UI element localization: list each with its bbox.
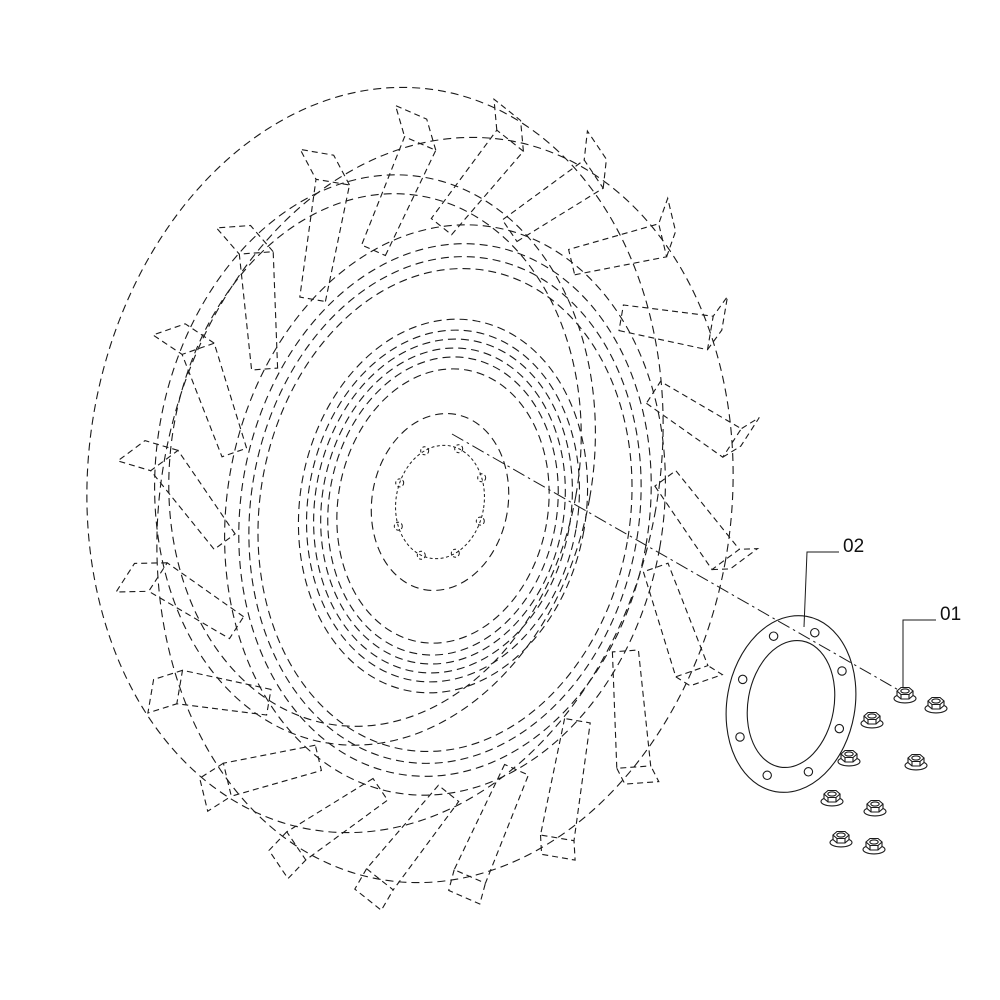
wheel-nut: [829, 830, 853, 848]
hub-bolt-hole: [416, 550, 426, 560]
callout-01: 01: [902, 604, 961, 687]
hub-bolt-hole: [475, 516, 485, 526]
wheel-nut: [863, 799, 887, 817]
wheel-nut: [862, 837, 886, 855]
rim-and-hub-drawing: [297, 318, 589, 694]
callout-02-leader: [803, 551, 839, 628]
wheel-nut: [837, 749, 861, 767]
flange-bolt-hole: [837, 666, 847, 676]
hub-bolt-hole: [454, 444, 464, 454]
callout-02-label: 02: [843, 536, 864, 557]
callout-01-label: 01: [940, 604, 961, 625]
hub-bolt-hole: [393, 521, 403, 531]
wheel-nuts-part: [820, 686, 948, 855]
flange-bolt-hole: [810, 627, 820, 638]
wheel-nut: [820, 789, 844, 807]
flange-bolt-hole: [834, 723, 845, 734]
flange-bolt-hole: [762, 770, 772, 781]
wheel-nut: [860, 711, 884, 729]
flange-bolt-hole: [735, 732, 745, 742]
assembly-center-line: [451, 433, 903, 693]
callout-02: 02: [803, 536, 864, 628]
flange-bolt-hole: [768, 631, 779, 641]
wheel-nut: [904, 753, 928, 771]
flange-bolt-hole: [803, 767, 814, 777]
flange-ring-part: [725, 615, 857, 793]
flange-bolt-hole: [737, 674, 748, 685]
tire-drawing: [86, 86, 760, 912]
hub-bolt-hole: [395, 478, 405, 488]
callout-01-leader: [902, 619, 936, 687]
wheel-nut: [893, 686, 917, 704]
hub-bolt-hole: [420, 446, 430, 456]
wheel-nut: [924, 696, 948, 714]
hub-bolt-hole: [450, 548, 460, 558]
hub-bolt-hole: [477, 473, 487, 483]
